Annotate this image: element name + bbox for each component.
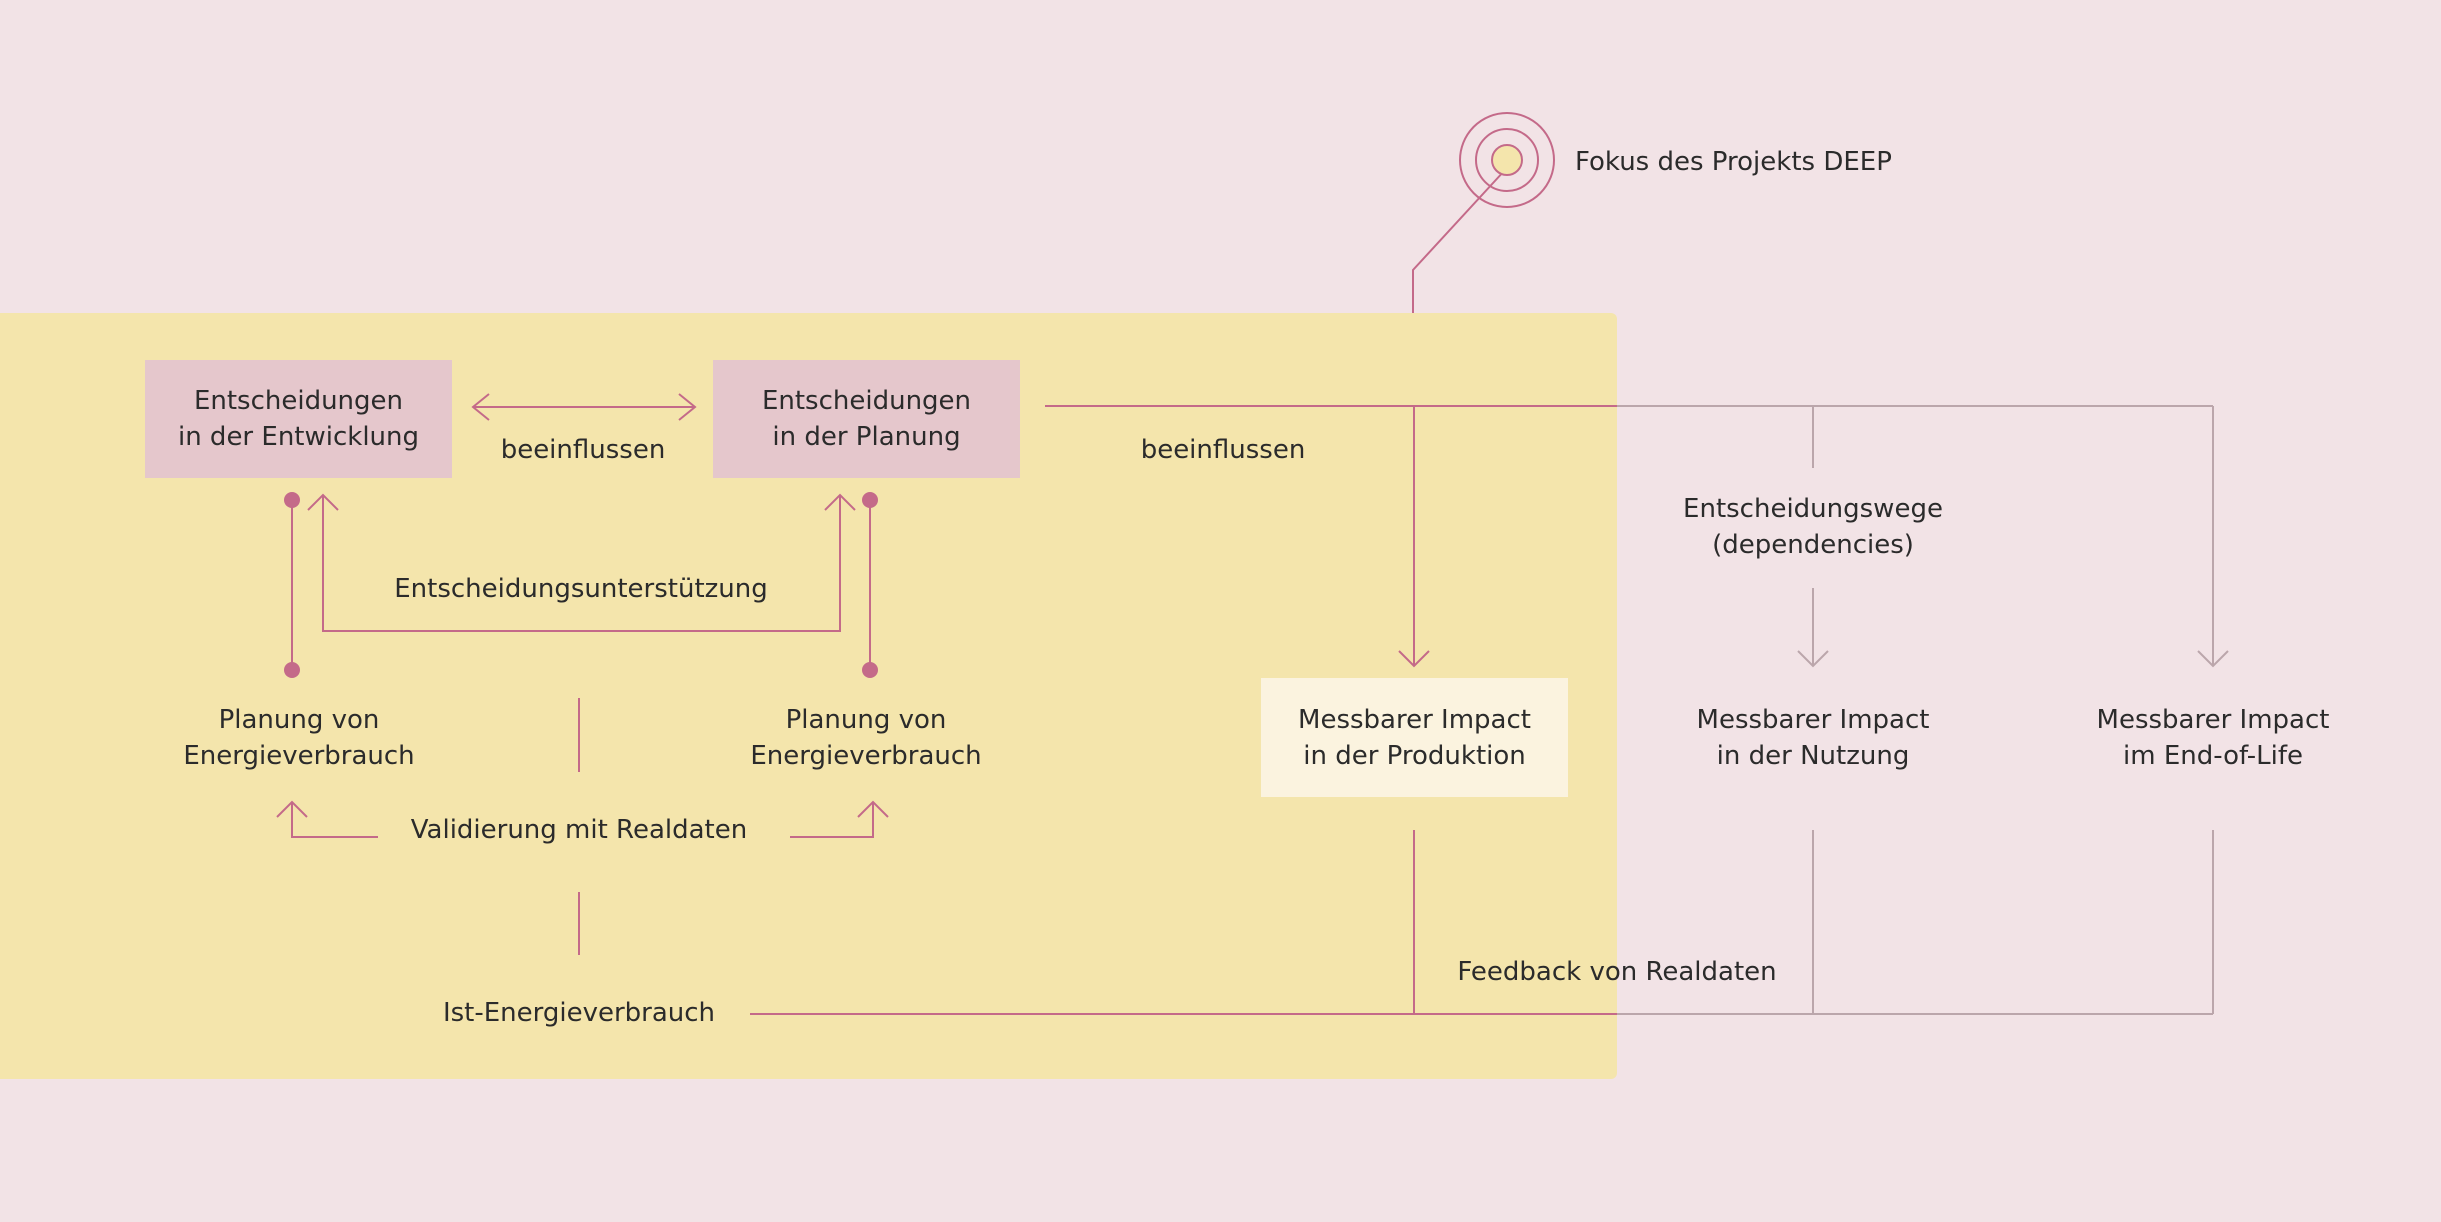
influence-arrowhead-right bbox=[678, 393, 697, 421]
planning-energy-right-line1: Planung von bbox=[785, 705, 947, 735]
validation-label: Validierung mit Realdaten bbox=[410, 815, 748, 845]
connector-dot bbox=[284, 492, 300, 508]
target-middle-ring bbox=[1475, 128, 1539, 192]
connector-dot bbox=[284, 662, 300, 678]
impact-production-line2: in der Produktion bbox=[1303, 740, 1526, 771]
focus-legend-label: Fokus des Projekts DEEP bbox=[1575, 147, 1892, 177]
decision-support-path bbox=[322, 495, 841, 632]
connector-dot bbox=[862, 662, 878, 678]
validation-path-left bbox=[291, 802, 378, 838]
eol-arrowhead bbox=[2197, 650, 2229, 668]
planning-energy-right-line2: Energieverbrauch bbox=[750, 741, 982, 771]
impact-eol-line2: im End-of-Life bbox=[2123, 741, 2303, 771]
impact-production-box: Messbarer Impact in der Produktion bbox=[1261, 678, 1568, 797]
impact-production-line1: Messbarer Impact bbox=[1298, 704, 1531, 735]
impact-eol: Messbarer Impact im End-of-Life bbox=[2063, 702, 2363, 774]
validation-arrowhead-left bbox=[276, 800, 308, 818]
influence-arrowhead-left bbox=[471, 393, 490, 421]
planning-energy-left: Planung von Energieverbrauch bbox=[149, 702, 449, 774]
impact-eol-line1: Messbarer Impact bbox=[2096, 705, 2330, 735]
decision-planning-line2: in der Planung bbox=[772, 422, 961, 452]
influence-label-2: beeinflussen bbox=[1140, 435, 1306, 465]
decision-paths-line1: Entscheidungswege bbox=[1683, 494, 1943, 524]
target-outer-ring bbox=[1459, 112, 1555, 208]
decision-development-line1: Entscheidungen bbox=[193, 386, 404, 416]
target-icon bbox=[1491, 144, 1523, 176]
actual-energy-label: Ist-Energieverbrauch bbox=[442, 998, 716, 1028]
validation-arrowhead-right bbox=[857, 800, 889, 818]
validation-path-right bbox=[790, 802, 874, 838]
planning-energy-right: Planung von Energieverbrauch bbox=[716, 702, 1016, 774]
planning-energy-left-line2: Energieverbrauch bbox=[183, 741, 415, 771]
decision-paths-label: Entscheidungswege (dependencies) bbox=[1638, 491, 1988, 563]
focus-leader-line bbox=[1412, 169, 1506, 313]
influence-label-1: beeinflussen bbox=[500, 435, 666, 465]
decision-support-label: Entscheidungsunterstützung bbox=[394, 574, 768, 604]
connector-dot bbox=[862, 492, 878, 508]
production-arrowhead bbox=[1398, 650, 1430, 668]
impact-use-line1: Messbarer Impact bbox=[1696, 705, 1930, 735]
decision-planning-box: Entscheidungen in der Planung bbox=[713, 360, 1020, 478]
decision-support-arrowhead-right bbox=[824, 493, 856, 511]
planning-energy-left-line1: Planung von bbox=[218, 705, 380, 735]
feedback-label: Feedback von Realdaten bbox=[1457, 957, 1777, 987]
impact-use: Messbarer Impact in der Nutzung bbox=[1663, 702, 1963, 774]
decision-paths-line2: (dependencies) bbox=[1712, 530, 1914, 560]
impact-use-line2: in der Nutzung bbox=[1716, 741, 1910, 771]
decision-development-box: Entscheidungen in der Entwicklung bbox=[145, 360, 452, 478]
decision-support-arrowhead-left bbox=[307, 493, 339, 511]
decision-planning-line1: Entscheidungen bbox=[761, 386, 972, 416]
use-arrowhead bbox=[1797, 650, 1829, 668]
decision-development-line2: in der Entwicklung bbox=[177, 422, 420, 452]
